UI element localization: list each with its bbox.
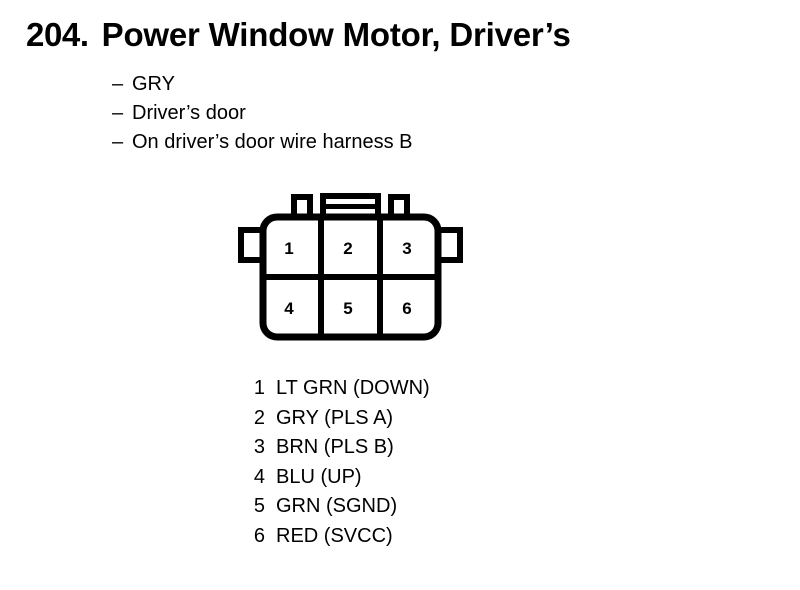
pinout-pin-number: 2: [253, 406, 265, 429]
pinout-pin-label: LT GRN (DOWN): [276, 377, 430, 399]
pinout-legend: 1 LT GRN (DOWN) 2 GRY (PLS A) 3 BRN (PLS…: [243, 374, 430, 551]
connector-body: [259, 213, 442, 341]
note-item-label: Driver’s door: [132, 102, 246, 124]
connector-pin-6: 6: [402, 299, 411, 318]
pinout-pin-number: 5: [253, 495, 265, 517]
pinout-pin-number: 6: [253, 524, 265, 547]
pinout-pin-number: 3: [253, 436, 265, 458]
note-item: – Driver’s door: [112, 99, 413, 128]
connector-pin-2: 2: [343, 239, 352, 258]
pinout-pin-label: BRN (PLS B): [276, 436, 394, 458]
note-item: – On driver’s door wire harness B: [112, 128, 413, 157]
connector-pin-3: 3: [402, 239, 411, 258]
entry-number: 204.: [26, 16, 89, 53]
pinout-pin-number: 1: [253, 377, 265, 399]
note-item-label: On driver’s door wire harness B: [132, 131, 413, 153]
pinout-pin-label: BLU (UP): [276, 465, 362, 488]
pinout-row: 2 GRY (PLS A): [243, 404, 430, 434]
dash-bullet-icon: –: [112, 102, 124, 124]
note-item-label: GRY: [132, 73, 175, 95]
connector-pin-4: 4: [284, 299, 294, 318]
pinout-row: 6 RED (SVCC): [243, 522, 430, 552]
pinout-row: 1 LT GRN (DOWN): [243, 374, 430, 404]
pinout-pin-label: RED (SVCC): [276, 524, 393, 547]
pinout-pin-label: GRY (PLS A): [276, 406, 394, 429]
connector-pin-1: 1: [284, 239, 293, 258]
connector-svg: 1 2 3 4 5 6: [238, 193, 463, 341]
pinout-row: 3 BRN (PLS B): [243, 433, 430, 463]
top-center-tab-icon: [320, 193, 381, 220]
pinout-pin-number: 4: [253, 465, 265, 488]
dash-bullet-icon: –: [112, 131, 124, 153]
entry-title: Power Window Motor, Driver’s: [101, 16, 571, 53]
page-title: 204. Power Window Motor, Driver’s: [26, 16, 571, 54]
pinout-pin-label: GRN (SGND): [276, 495, 398, 517]
pinout-row: 4 BLU (UP): [243, 463, 430, 493]
pinout-row: 5 GRN (SGND): [243, 492, 430, 522]
connector-pin-5: 5: [343, 299, 352, 318]
note-item: – GRY: [112, 70, 413, 99]
dash-bullet-icon: –: [112, 73, 124, 95]
note-list: – GRY – Driver’s door – On driver’s door…: [112, 70, 413, 157]
connector-diagram: 1 2 3 4 5 6: [225, 180, 495, 350]
